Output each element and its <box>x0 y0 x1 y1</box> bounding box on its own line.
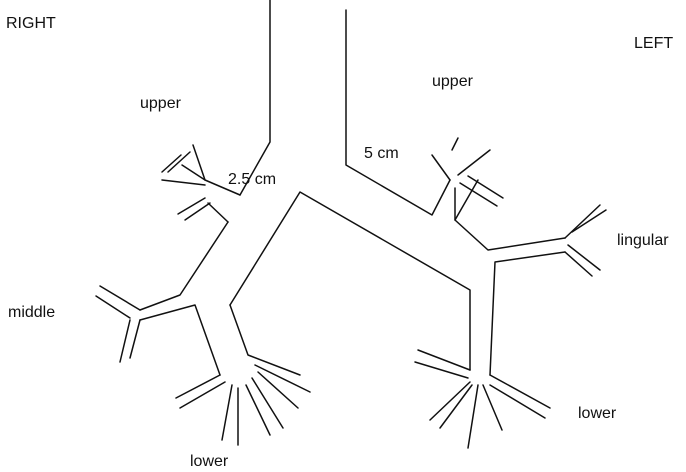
lll-branch-1 <box>417 349 471 371</box>
rll-branch-8 <box>257 371 299 409</box>
right-lower-lobe-bronchus <box>175 304 311 446</box>
left-main-bronchus-outer <box>454 187 566 251</box>
rll-branch-3 <box>179 381 226 409</box>
rll-branch-2 <box>175 374 221 399</box>
left-upper-lobe-bronchus <box>431 137 504 221</box>
right-distance-label: 2.5 cm <box>228 171 276 188</box>
rul-branch-4 <box>184 202 211 221</box>
rul-branch-2 <box>161 154 182 173</box>
right-side-label: RIGHT <box>6 15 56 32</box>
right-upper-label: upper <box>140 95 182 112</box>
lingular-label: lingular <box>617 232 669 249</box>
rul-wall-2 <box>192 144 206 181</box>
lll-branch-4 <box>439 384 473 429</box>
lul-branch-5 <box>467 175 504 199</box>
rml-lower-wall <box>139 304 221 376</box>
lingular-upper-wall <box>564 204 601 239</box>
left-lower-label: lower <box>578 405 617 422</box>
lll-branch-5 <box>467 384 479 449</box>
rml-branch-1 <box>99 285 141 311</box>
rul-branch-1 <box>167 151 191 173</box>
rll-branch-6 <box>245 384 271 436</box>
left-upper-label: upper <box>432 73 474 90</box>
left-lower-lobe-bronchus <box>414 349 551 449</box>
lul-branch-4 <box>459 182 498 207</box>
trachea-left-wall <box>345 9 451 216</box>
left-distance-label: 5 cm <box>364 145 399 162</box>
middle-label: middle <box>8 304 55 321</box>
right-main-bronchus-inner <box>229 191 471 371</box>
trachea-right-wall <box>239 0 271 196</box>
rml-branch-2 <box>95 295 131 319</box>
rll-branch-1 <box>254 364 311 393</box>
lul-branch-3 <box>457 149 491 176</box>
lul-branch-1 <box>431 154 451 181</box>
lll-branch-6 <box>482 384 503 431</box>
right-middle-lobe-bronchus <box>95 221 229 376</box>
rul-branch-5 <box>177 197 206 215</box>
rll-inner <box>229 304 301 376</box>
lll-branch-7 <box>489 374 551 409</box>
rll-branch-7 <box>251 377 284 429</box>
lll-branch-2 <box>414 361 469 379</box>
lll-branch-8 <box>489 384 546 419</box>
trachea-and-main-bronchi <box>229 0 566 371</box>
lll-branch-3 <box>429 381 471 421</box>
lingular-branch-2 <box>567 244 601 271</box>
right-outer-wall <box>139 221 229 311</box>
right-upper-lobe-bronchus <box>161 144 241 223</box>
rml-branch-4 <box>119 319 131 363</box>
lul-branch-6 <box>454 179 479 221</box>
lingular-branch-3 <box>564 251 593 277</box>
lingular-branch-1 <box>571 209 607 233</box>
lingular-bronchus <box>489 204 607 376</box>
left-side-label: LEFT <box>634 35 673 52</box>
lingular-lower-wall <box>489 251 566 376</box>
lul-branch-2 <box>451 137 459 151</box>
rul-branch-6 <box>207 202 229 223</box>
rul-branch-3 <box>161 179 206 186</box>
rml-branch-3 <box>129 319 141 359</box>
rll-branch-4 <box>221 384 233 441</box>
right-lower-label: lower <box>190 453 229 470</box>
